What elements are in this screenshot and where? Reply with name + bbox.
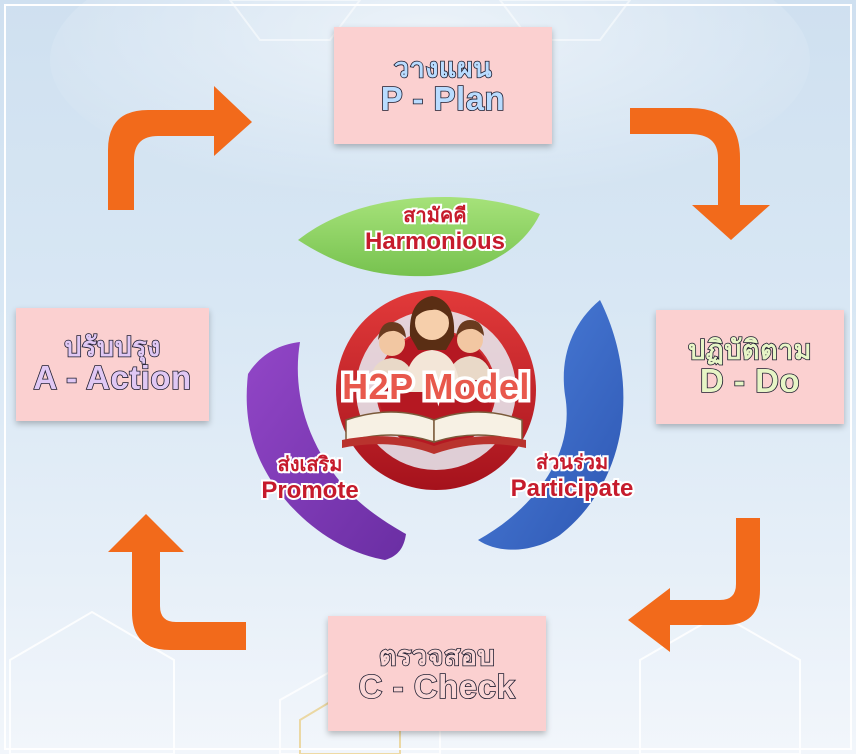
step-action-english: A - Action bbox=[33, 359, 192, 397]
promote-thai: ส่งเสริม bbox=[276, 452, 345, 478]
step-check-box: ตรวจสอบ C - Check bbox=[328, 616, 546, 731]
participate-segment bbox=[478, 300, 624, 550]
step-plan-box: วางแผน P - Plan bbox=[334, 27, 552, 144]
participate-label: ส่วนร่วม Participate bbox=[492, 450, 652, 504]
harmonious-segment bbox=[298, 196, 540, 277]
arrow-do-to-check bbox=[628, 518, 760, 652]
step-check-thai: ตรวจสอบ bbox=[378, 641, 496, 671]
harmonious-label: สามัคคี Harmonious bbox=[345, 203, 525, 257]
step-do-box: ปฏิบัติตาม D - Do bbox=[656, 310, 844, 424]
people-icon bbox=[370, 296, 492, 392]
promote-label: ส่งเสริม Promote bbox=[240, 452, 380, 506]
promote-english: Promote bbox=[259, 475, 360, 506]
harmonious-english: Harmonious bbox=[363, 226, 507, 257]
promote-segment bbox=[246, 342, 406, 560]
harmonious-thai: สามัคคี bbox=[401, 203, 468, 229]
background-hexagons-top bbox=[228, 0, 632, 41]
model-title: H2P Model bbox=[339, 363, 533, 411]
step-check-english: C - Check bbox=[358, 668, 516, 706]
arrow-check-to-action bbox=[108, 514, 246, 650]
step-do-thai: ปฏิบัติตาม bbox=[687, 334, 812, 365]
open-book-icon bbox=[342, 411, 526, 454]
step-action-thai: ปรับปรุง bbox=[63, 332, 161, 362]
step-do-english: D - Do bbox=[699, 361, 801, 399]
step-action-box: ปรับปรุง A - Action bbox=[16, 308, 209, 421]
arrow-plan-to-do bbox=[630, 108, 770, 240]
participate-thai: ส่วนร่วม bbox=[534, 450, 610, 476]
arrow-action-to-plan bbox=[108, 86, 252, 210]
step-plan-thai: วางแผน bbox=[393, 53, 493, 83]
step-plan-english: P - Plan bbox=[380, 80, 506, 118]
participate-english: Participate bbox=[509, 473, 636, 504]
